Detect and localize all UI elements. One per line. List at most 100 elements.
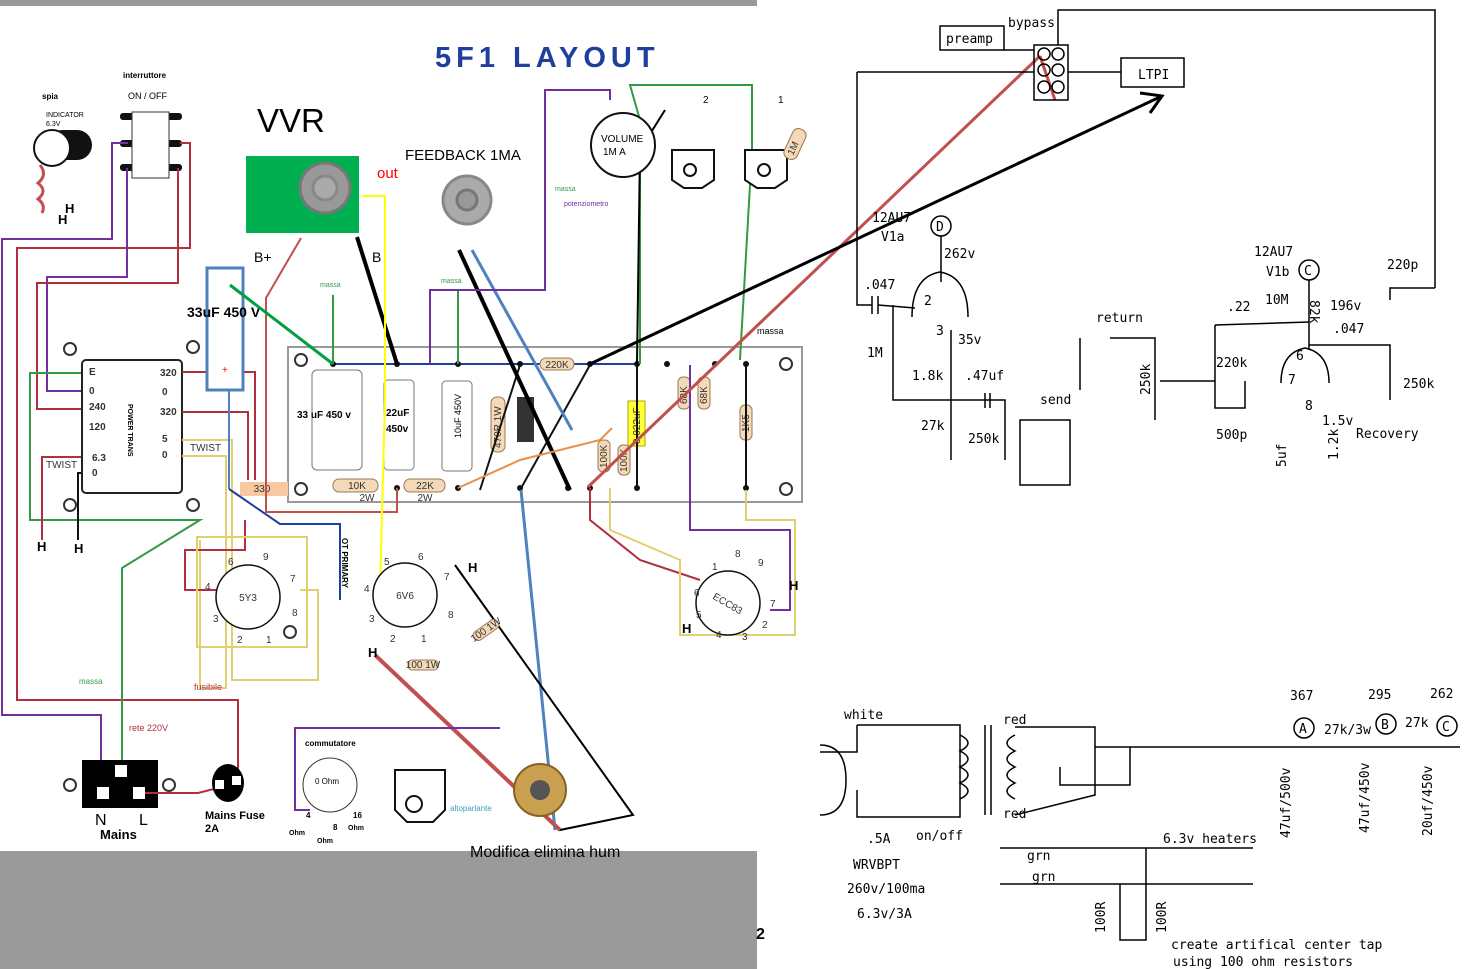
- board-turrets: [479, 364, 747, 491]
- svg-text:2: 2: [390, 634, 396, 645]
- svg-text:1: 1: [712, 562, 718, 573]
- svg-text:100 1W: 100 1W: [469, 616, 504, 645]
- out-wire: [362, 195, 386, 591]
- svg-text:red: red: [1003, 807, 1026, 822]
- svg-text:35v: 35v: [958, 333, 982, 348]
- massa-label: massa: [79, 677, 103, 686]
- tube-socket-ecc83: ECC83 1 2 3 4 5 6 7 8 9 H H: [589, 365, 798, 643]
- modifica-label: Modifica elimina hum: [470, 844, 620, 861]
- knob-center-icon: [455, 188, 479, 212]
- red-wire: [36, 168, 179, 410]
- svg-text:6: 6: [694, 588, 700, 599]
- input-jack-2[interactable]: [671, 149, 715, 189]
- svg-text:27k: 27k: [1405, 716, 1429, 731]
- svg-text:5: 5: [696, 610, 702, 621]
- bottom-band: [0, 851, 757, 969]
- svg-text:220K: 220K: [545, 360, 569, 371]
- svg-text:10uF 450V: 10uF 450V: [453, 394, 463, 438]
- speaker-jack[interactable]: [394, 769, 446, 823]
- cap-22uf-cathode: [517, 397, 534, 442]
- svg-text:using 100 ohm resistors: using 100 ohm resistors: [1173, 955, 1353, 969]
- volume-pot[interactable]: [590, 112, 656, 178]
- svg-text:6.3v heaters: 6.3v heaters: [1163, 832, 1257, 847]
- svg-text:10K: 10K: [348, 481, 366, 492]
- svg-text:27k: 27k: [921, 419, 945, 434]
- svg-text:22uF/450: 22uF/450: [521, 397, 532, 440]
- filter-cap-33uf: [311, 369, 363, 471]
- arrow-to-ltpi: [589, 95, 1161, 366]
- svg-text:22K: 22K: [416, 481, 434, 492]
- svg-text:V1a: V1a: [881, 230, 904, 245]
- massa-label: massa: [555, 186, 576, 193]
- svg-text:8: 8: [448, 610, 454, 621]
- tube-socket-5y3: 5Y3 1 2 3 4 6 7 8 9: [184, 520, 308, 648]
- purple-wire: [1, 142, 128, 783]
- svg-text:220k: 220k: [1216, 356, 1247, 371]
- power-supply-schematic: white red red .5A on/off WRVBPT 260v/100…: [819, 687, 1460, 969]
- svg-text:12AU7: 12AU7: [872, 211, 911, 226]
- svg-text:WRVBPT: WRVBPT: [853, 858, 900, 873]
- svg-text:OT PRIMARY: OT PRIMARY: [340, 538, 349, 589]
- svg-text:262v: 262v: [944, 247, 975, 262]
- svg-text:grn: grn: [1032, 870, 1055, 885]
- cap-33-label: 33uF 450 V: [187, 304, 261, 320]
- purple-wire: [294, 727, 500, 811]
- svg-text:6: 6: [1296, 349, 1304, 364]
- page-number: 2: [756, 926, 765, 943]
- svg-text:3: 3: [936, 324, 944, 339]
- mains-fuse[interactable]: [212, 764, 244, 802]
- hv-wire: [182, 411, 249, 480]
- svg-text:330: 330: [254, 484, 271, 495]
- svg-text:N: N: [95, 812, 107, 829]
- svg-text:450v: 450v: [386, 424, 409, 435]
- svg-text:white: white: [844, 708, 883, 723]
- svg-text:0: 0: [162, 450, 168, 461]
- svg-text:.47uf: .47uf: [965, 369, 1004, 384]
- svg-text:6.3: 6.3: [92, 453, 106, 464]
- svg-text:5uf: 5uf: [1275, 444, 1290, 467]
- svg-text:1: 1: [266, 635, 272, 646]
- svg-text:1M A: 1M A: [603, 147, 626, 158]
- red-annotation-line: [586, 54, 1042, 489]
- svg-text:2: 2: [703, 95, 709, 106]
- massa-label: massa: [320, 282, 341, 289]
- resistor-22k: [403, 478, 446, 493]
- svg-text:1: 1: [778, 95, 784, 106]
- svg-text:4: 4: [205, 582, 211, 593]
- svg-text:1: 1: [421, 634, 427, 645]
- impedance-selector[interactable]: [302, 757, 358, 813]
- svg-text:2: 2: [237, 635, 243, 646]
- fuse-wire: [145, 787, 219, 794]
- svg-text:5: 5: [162, 434, 168, 445]
- svg-text:.22: .22: [1227, 300, 1250, 315]
- svg-text:6: 6: [418, 552, 424, 563]
- svg-text:2W: 2W: [360, 493, 376, 504]
- svg-text:B: B: [1381, 718, 1389, 733]
- svg-text:H: H: [789, 578, 798, 593]
- knob-center-icon: [311, 174, 339, 202]
- svg-text:0: 0: [92, 468, 98, 479]
- input-jack-1[interactable]: [744, 149, 788, 189]
- power-switch[interactable]: interruttore ON / OFF: [120, 71, 182, 179]
- svg-text:1.5v: 1.5v: [1322, 414, 1353, 429]
- svg-text:.047: .047: [864, 278, 895, 293]
- effects-loop-schematic: preamp bypass LTPI 12AU7 V1a D 262v .047…: [856, 9, 1436, 486]
- svg-text:100R: 100R: [1155, 902, 1170, 933]
- orange-wire: [457, 427, 613, 489]
- svg-text:3: 3: [742, 632, 748, 643]
- svg-text:Ohm: Ohm: [289, 830, 305, 837]
- svg-text:1M: 1M: [867, 346, 883, 361]
- heater-label: H: [65, 201, 74, 216]
- purple-wire: [46, 168, 128, 392]
- top-band: [0, 0, 757, 6]
- ground-wire: [29, 372, 204, 783]
- svg-text:10M: 10M: [1265, 293, 1289, 308]
- svg-text:250k: 250k: [1403, 377, 1434, 392]
- svg-text:0: 0: [89, 386, 95, 397]
- svg-text:220p: 220p: [1387, 258, 1418, 273]
- interruttore-label: interruttore: [123, 71, 167, 80]
- svg-text:100 1W: 100 1W: [406, 660, 441, 671]
- svg-text:100R: 100R: [1094, 902, 1109, 933]
- svg-text:320: 320: [160, 368, 177, 379]
- resistor-330: [240, 482, 288, 496]
